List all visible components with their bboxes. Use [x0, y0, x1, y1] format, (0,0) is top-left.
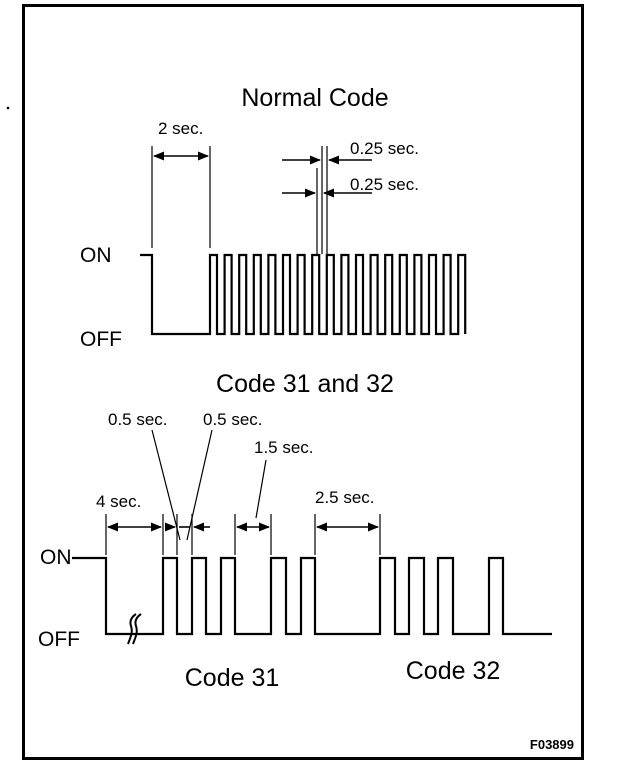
code-05b-label: 0.5 sec. — [203, 410, 263, 429]
normal-code-waveform — [140, 253, 467, 336]
normal-025a-label: 0.25 sec. — [350, 139, 419, 158]
stray-dot — [6, 106, 10, 110]
normal-025b-label: 0.25 sec. — [350, 175, 419, 194]
code-05a-label: 0.5 sec. — [108, 410, 168, 429]
normal-on-label: ON — [80, 244, 112, 267]
normal-code-title: Normal Code — [241, 84, 388, 112]
code-15-leader — [255, 459, 267, 519]
codes-on-label: ON — [40, 546, 72, 569]
code-15-label: 1.5 sec. — [254, 438, 314, 457]
code-31-32-waveform — [72, 556, 552, 636]
code-31-32-title: Code 31 and 32 — [216, 370, 394, 398]
figure-id: F03899 — [530, 737, 574, 752]
code-25-label: 2.5 sec. — [315, 488, 375, 507]
code-4sec-label: 4 sec. — [96, 492, 141, 511]
time-break-mark-2 — [132, 613, 142, 645]
time-break-mark-1 — [127, 613, 137, 645]
code-05a-leader — [151, 429, 181, 541]
code-32-label: Code 32 — [406, 657, 501, 685]
normal-off-label: OFF — [80, 328, 122, 351]
codes-off-label: OFF — [38, 628, 80, 651]
normal-2sec-label: 2 sec. — [158, 119, 203, 138]
code-31-label: Code 31 — [185, 664, 280, 692]
code-05b-leader — [186, 429, 213, 541]
